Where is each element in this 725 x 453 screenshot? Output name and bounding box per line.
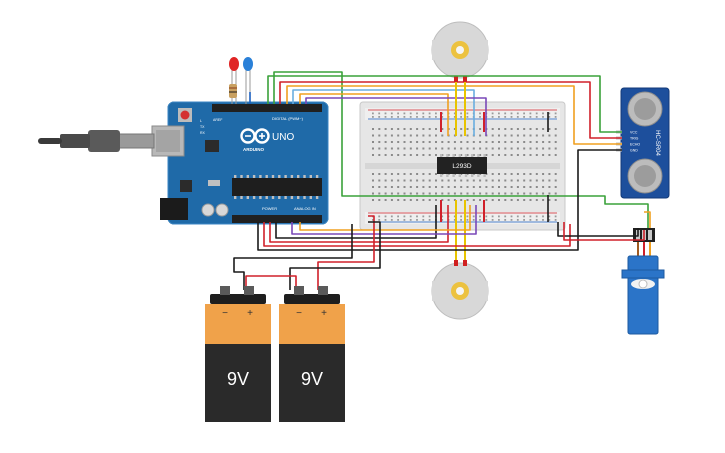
battery-1-label: 9V <box>227 369 249 389</box>
dc-motor-bottom <box>431 260 489 320</box>
sensor-pin-label: VCC <box>630 131 638 135</box>
rx-label: RX <box>200 131 206 135</box>
l293d-chip: L293D <box>437 154 487 177</box>
wires <box>233 71 651 290</box>
tx-label: TX <box>200 125 205 129</box>
arduino-brand: ARDUINO <box>243 147 264 152</box>
battery-1-plus: + <box>247 308 253 319</box>
aref-label: AREF <box>213 118 222 122</box>
power-jack <box>160 198 188 220</box>
battery-2-plus: + <box>321 308 327 319</box>
sensor-pin-label: TRIG <box>630 137 639 141</box>
dc-motor-top <box>431 21 489 82</box>
usb-cable <box>38 130 155 152</box>
servo-motor <box>621 228 665 335</box>
arduino-logo-icon <box>240 128 270 144</box>
battery-2: − + 9V <box>279 286 345 422</box>
battery-2-minus: − <box>296 308 302 319</box>
arduino-uno: UNO ARDUINO DIGITAL (PWM~) POWER ANALOG … <box>151 101 329 225</box>
arduino-model: UNO <box>272 132 294 143</box>
analog-label: ANALOG IN <box>294 206 316 211</box>
resistor <box>229 84 237 98</box>
led-blue <box>243 57 253 104</box>
battery-1: − + 9V <box>205 286 271 422</box>
battery-2-label: 9V <box>301 369 323 389</box>
battery-1-minus: − <box>222 308 228 319</box>
chip-label: L293D <box>452 163 471 170</box>
sensor-pin-label: GND <box>630 149 638 153</box>
digital-label: DIGITAL (PWM~) <box>272 116 304 121</box>
ultrasonic-sensor: HC-SR04 VCC TRIG ECHO GND <box>616 87 670 199</box>
sensor-pin-label: ECHO <box>630 143 640 147</box>
power-label: POWER <box>262 206 277 211</box>
atmega-chip <box>232 178 322 196</box>
sensor-label: HC-SR04 <box>654 130 660 156</box>
breadboard-holes <box>372 112 557 221</box>
led-l-label: L <box>200 119 202 123</box>
